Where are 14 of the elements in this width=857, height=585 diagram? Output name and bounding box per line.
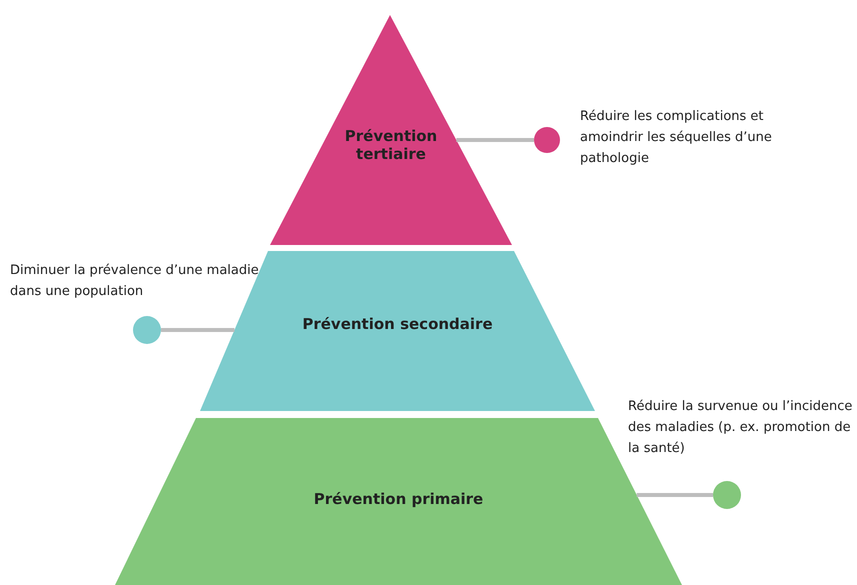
leader-line <box>636 493 713 497</box>
tier-label: Prévention secondaire <box>301 315 494 333</box>
callout-text: Réduire la survenue ou l’incidence des maladies (p. ex. promotion de la santé) <box>628 398 853 458</box>
pyramid-tier <box>200 251 595 411</box>
callout-text: Diminuer la prévalence d’une maladie dans une population <box>10 262 260 301</box>
tier-label: Prévention tertiaire <box>344 127 438 163</box>
callout-dot <box>133 316 161 344</box>
tier-label: Prévention primaire <box>312 490 484 508</box>
callout-dot <box>534 127 560 153</box>
leader-line <box>161 328 234 332</box>
callout-text: Réduire les complications et amoindrir les séquelles d’une pathologie <box>580 108 773 168</box>
callout-dot <box>713 481 741 509</box>
leader-line <box>456 138 534 142</box>
pyramid-tier <box>270 15 512 245</box>
